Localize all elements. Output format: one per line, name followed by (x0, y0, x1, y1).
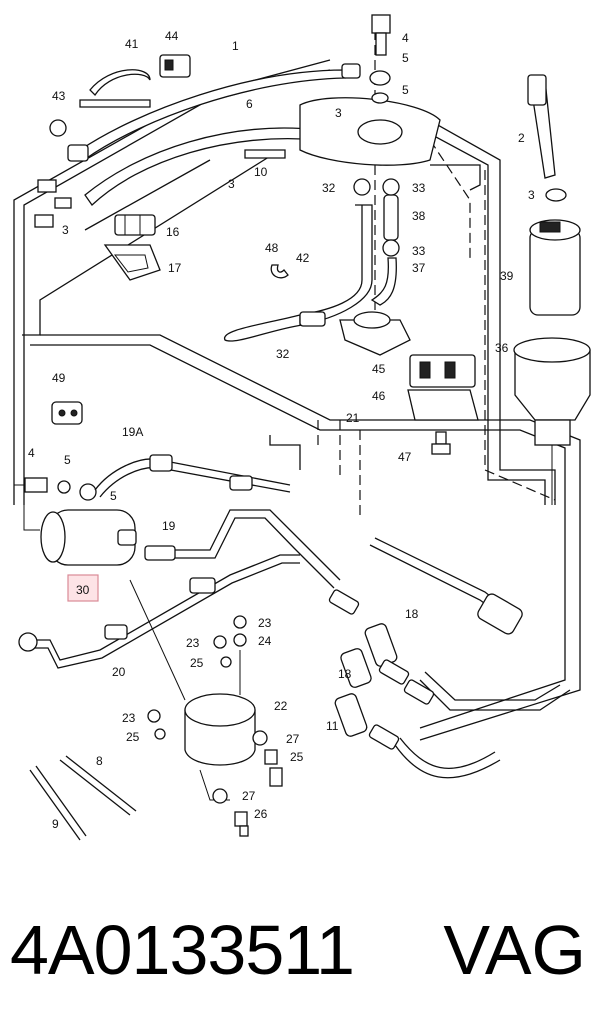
bracket-45 (409, 354, 476, 388)
callout-label: 17 (168, 261, 182, 275)
hose-2 (527, 74, 567, 202)
pipe-right (369, 537, 571, 779)
pipe-20 (18, 554, 300, 669)
callout-label: 46 (372, 389, 386, 403)
callout-label: 3 (528, 188, 535, 202)
callout-label: 25 (290, 750, 304, 764)
bolt-47 (431, 431, 451, 455)
brand-label: VAG (443, 911, 586, 989)
clip-44 (159, 54, 191, 78)
callout-label: 38 (412, 209, 426, 223)
callout-label: 25 (190, 656, 204, 670)
callout-label: 3 (62, 223, 69, 237)
connector-18 (328, 589, 435, 705)
callout-label: 41 (125, 37, 139, 51)
callout-label: 22 (274, 699, 288, 713)
callout-label: 36 (495, 341, 509, 355)
left-fittings (34, 179, 72, 228)
callout-label: 5 (64, 453, 71, 467)
callout-label: 3 (228, 177, 235, 191)
callout-label: 32 (276, 347, 290, 361)
callout-label: 44 (165, 29, 179, 43)
hose-6 (84, 127, 321, 206)
callout-label: 37 (412, 261, 426, 275)
callout-label: 8 (96, 754, 103, 768)
pipe-3 (84, 159, 211, 231)
clamp-48 (270, 264, 289, 279)
tank-sender (299, 14, 441, 166)
callout-label: 39 (500, 269, 514, 283)
callout-label: 10 (254, 165, 268, 179)
callout-label: 18 (405, 607, 419, 621)
bracket-17 (103, 244, 161, 281)
fuel-filter-30 (14, 477, 137, 566)
callout-label: 49 (52, 371, 66, 385)
callout-label: 1 (232, 39, 239, 53)
callout-label: 21 (346, 411, 360, 425)
bracket-16 (114, 214, 156, 236)
hose-1 (67, 63, 361, 162)
callout-label: 23 (122, 711, 136, 725)
pipe-19 (144, 509, 341, 589)
callout-label: 48 (265, 241, 279, 255)
fuel-system-exploded-diagram: 41 44 1 4 5 5 43 6 3 2 3 10 3 32 33 38 3… (13, 14, 591, 841)
callout-label: 45 (372, 362, 386, 376)
callout-label: 5 (110, 489, 117, 503)
callout-label: 2 (518, 131, 525, 145)
callout-label: 6 (246, 97, 253, 111)
callout-label: 42 (296, 251, 310, 265)
sender-bracket (299, 311, 411, 356)
callout-label: 19A (122, 425, 143, 439)
callout-label: 32 (322, 181, 336, 195)
callout-label: 24 (258, 634, 272, 648)
fuel-pump-39 (529, 219, 581, 316)
rods-8-9 (29, 755, 137, 841)
callout-label: 27 (286, 732, 300, 746)
callout-label: 19 (162, 519, 176, 533)
callout-label: 3 (335, 106, 342, 120)
callout-label: 30 (76, 583, 90, 597)
callout-label: 33 (412, 181, 426, 195)
callout-label: 4 (402, 31, 409, 45)
hose-38 (353, 178, 400, 257)
callout-label: 33 (412, 244, 426, 258)
connector-11 (334, 693, 400, 750)
clip-49 (51, 401, 83, 425)
callout-label: 25 (126, 730, 140, 744)
callout-label: 26 (254, 807, 268, 821)
callout-label: 5 (402, 83, 409, 97)
callout-label: 9 (52, 817, 59, 831)
callout-label: 4 (28, 446, 35, 460)
hardware-small (147, 615, 283, 837)
clamp-43 (49, 119, 67, 137)
chassis-outline (13, 59, 581, 741)
callout-label: 27 (242, 789, 256, 803)
callout-label: 5 (402, 51, 409, 65)
strap-41 (79, 69, 151, 108)
filter-bracket-22 (129, 579, 256, 801)
callout-labels: 41 44 1 4 5 5 43 6 3 2 3 10 3 32 33 38 3… (28, 29, 535, 831)
callout-label: 20 (112, 665, 126, 679)
callout-label: 16 (166, 225, 180, 239)
callout-label: 47 (398, 450, 412, 464)
highlight-box (67, 574, 99, 602)
callout-label: 23 (258, 616, 272, 630)
callout-label: 43 (52, 89, 66, 103)
callout-label: 23 (186, 636, 200, 650)
callout-label: 18 (338, 667, 352, 681)
bracket-46 (407, 389, 479, 421)
pump-housing-36 (513, 337, 591, 505)
pipe-19a (94, 454, 291, 498)
callout-label: 11 (326, 719, 339, 733)
part-number: 4A0133511 (10, 911, 355, 989)
